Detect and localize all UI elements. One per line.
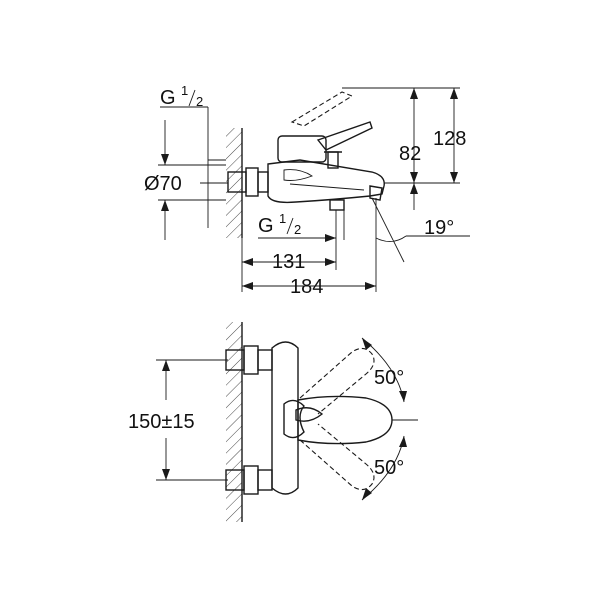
angle-19-label: 19° (424, 217, 454, 239)
projection-184-label: 184 (290, 276, 323, 298)
height-128-label: 128 (433, 128, 466, 150)
swivel-angle-dimensions: 50° 50° (361, 337, 418, 501)
inlet-thread-callout: G 1 2 (160, 83, 226, 228)
height-dimensions: 82 128 (384, 87, 466, 210)
outlet-thread-label: G (258, 215, 274, 237)
side-wall (226, 128, 243, 238)
top-wall (226, 322, 243, 522)
height-82-label: 82 (399, 143, 421, 165)
mixer-body (267, 121, 385, 240)
inlet-thread-denominator: 2 (196, 94, 203, 109)
projection-dimensions: 131 184 (241, 238, 377, 298)
centres-dimension: 150±15 (128, 359, 228, 481)
centres-label: 150±15 (128, 411, 195, 433)
swivel-outlines (299, 347, 375, 491)
inlet-thread-numerator: 1 (181, 83, 188, 98)
outlet-thread-denominator: 2 (294, 222, 301, 237)
outlet-thread-callout: G 1 2 (258, 211, 336, 242)
top-view: 50° 50° 150±15 (128, 322, 418, 522)
diameter-dimension: Ø70 (144, 120, 228, 240)
diameter-label: Ø70 (144, 173, 182, 195)
lever-swing-outline (290, 87, 410, 127)
projection-131-label: 131 (272, 251, 305, 273)
swivel-top-label: 50° (374, 367, 404, 389)
side-view: G 1 2 Ø70 (144, 83, 470, 298)
swivel-bottom-label: 50° (374, 457, 404, 479)
wall-connector (227, 167, 269, 197)
outlet-thread-numerator: 1 (279, 211, 286, 226)
angle-19-dimension: 19° (371, 197, 470, 263)
inlet-thread-label: G (160, 87, 176, 109)
